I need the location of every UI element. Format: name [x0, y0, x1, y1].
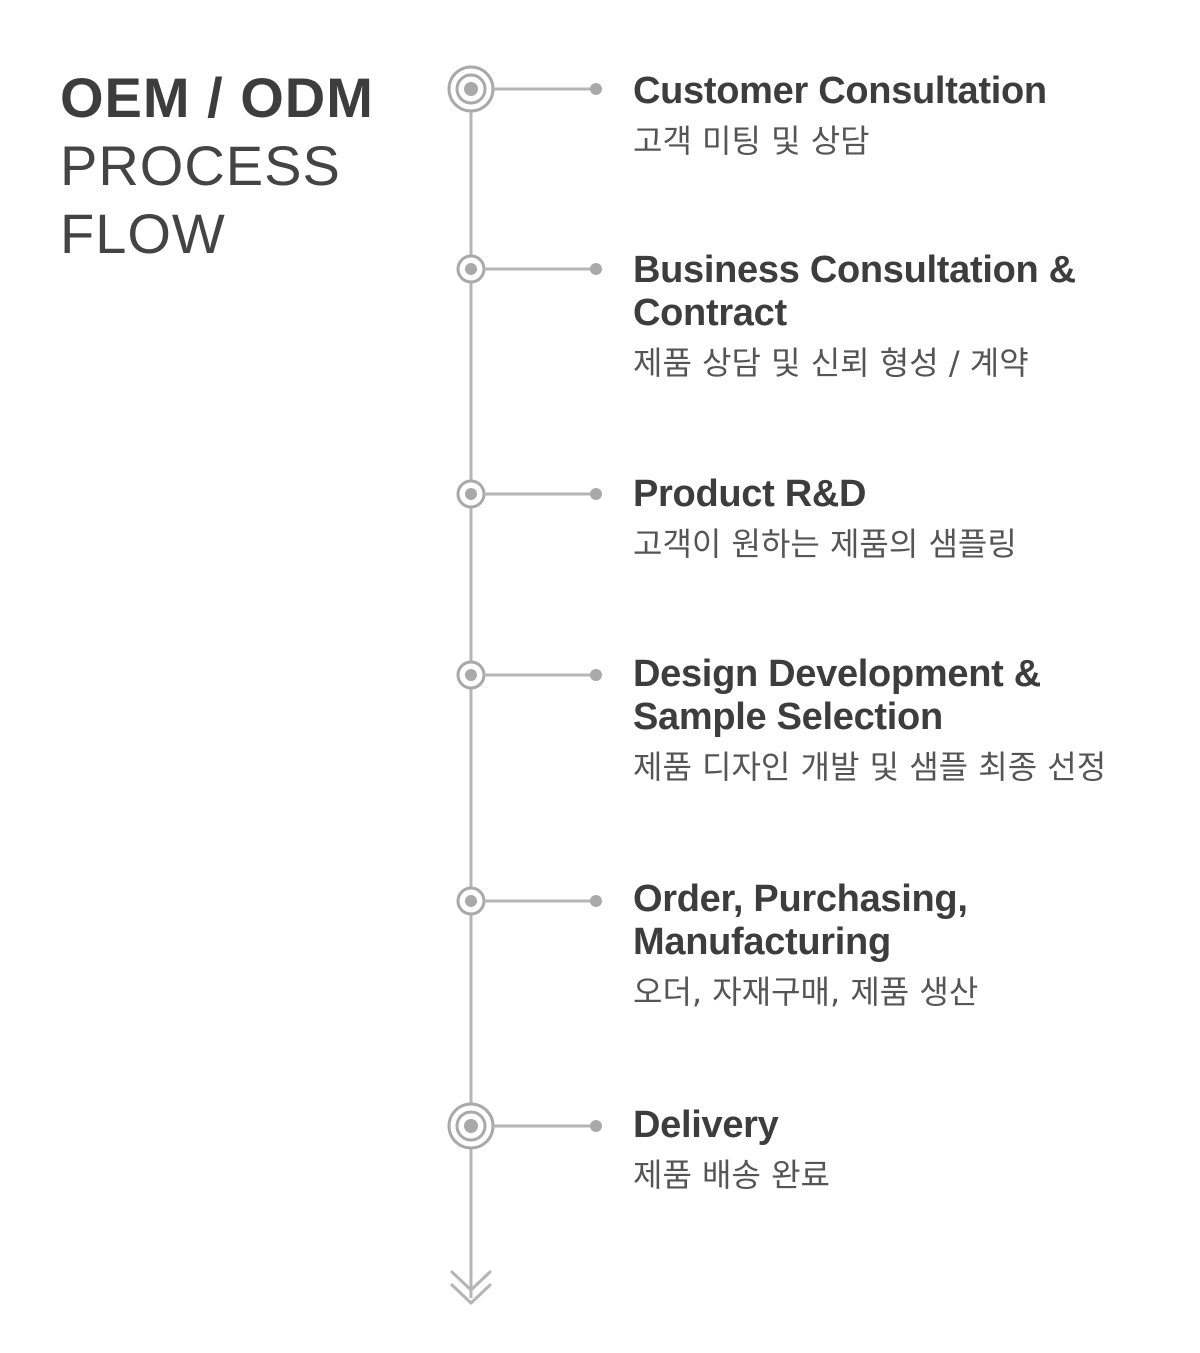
connector-end-dot — [590, 895, 602, 907]
step-subtitle: 고객 미팅 및 상담 — [633, 122, 870, 160]
title-process: PROCESS — [60, 134, 341, 197]
ring-node-icon — [456, 660, 486, 690]
step-product-rnd: Product R&D 고객이 원하는 제품의 샘플링 — [633, 473, 1178, 564]
title-flow: FLOW — [60, 202, 226, 265]
target-ring-icon — [447, 1102, 495, 1150]
connector-end-dot — [590, 1120, 602, 1132]
connector-end-dot — [590, 669, 602, 681]
process-title: OEM / ODM PROCESS FLOW — [60, 64, 374, 268]
connector-end-dot — [590, 488, 602, 500]
target-ring-icon — [447, 65, 495, 113]
step-subtitle: 제품 디자인 개발 및 샘플 최종 선정 — [633, 748, 1107, 786]
step-delivery: Delivery 제품 배송 완료 — [633, 1104, 1178, 1195]
node-center-dot — [464, 1119, 478, 1133]
step-subtitle: 제품 상담 및 신뢰 형성 / 계약 — [633, 344, 1029, 382]
step-subtitle: 오더, 자재구매, 제품 생산 — [633, 973, 979, 1011]
node-center-dot — [464, 82, 478, 96]
step-title: Business Consultation & Contract — [633, 249, 1076, 334]
double-chevron-down-icon — [450, 1270, 492, 1305]
ring-node-icon — [456, 886, 486, 916]
node-center-dot — [465, 488, 477, 500]
step-title: Product R&D — [633, 473, 867, 515]
step-design-development-sample-selection: Design Development & Sample Selection 제품… — [633, 653, 1178, 787]
step-business-consultation-contract: Business Consultation & Contract 제품 상담 및… — [633, 249, 1178, 383]
connector-end-dot — [590, 83, 602, 95]
ring-node-icon — [456, 254, 486, 284]
step-subtitle: 제품 배송 완료 — [633, 1156, 830, 1194]
title-oem-odm: OEM / ODM — [60, 66, 374, 129]
ring-node-icon — [456, 479, 486, 509]
connector-end-dot — [590, 263, 602, 275]
step-order-purchasing-manufacturing: Order, Purchasing, Manufacturing 오더, 자재구… — [633, 878, 1178, 1012]
node-center-dot — [465, 669, 477, 681]
step-customer-consultation: Customer Consultation 고객 미팅 및 상담 — [633, 70, 1178, 161]
step-subtitle: 고객이 원하는 제품의 샘플링 — [633, 525, 1017, 563]
timeline-nodes — [447, 65, 602, 1150]
node-center-dot — [465, 263, 477, 275]
step-title: Design Development & Sample Selection — [633, 653, 1041, 738]
step-title: Delivery — [633, 1104, 779, 1146]
node-center-dot — [465, 895, 477, 907]
step-title: Order, Purchasing, Manufacturing — [633, 878, 968, 963]
step-title: Customer Consultation — [633, 70, 1047, 112]
